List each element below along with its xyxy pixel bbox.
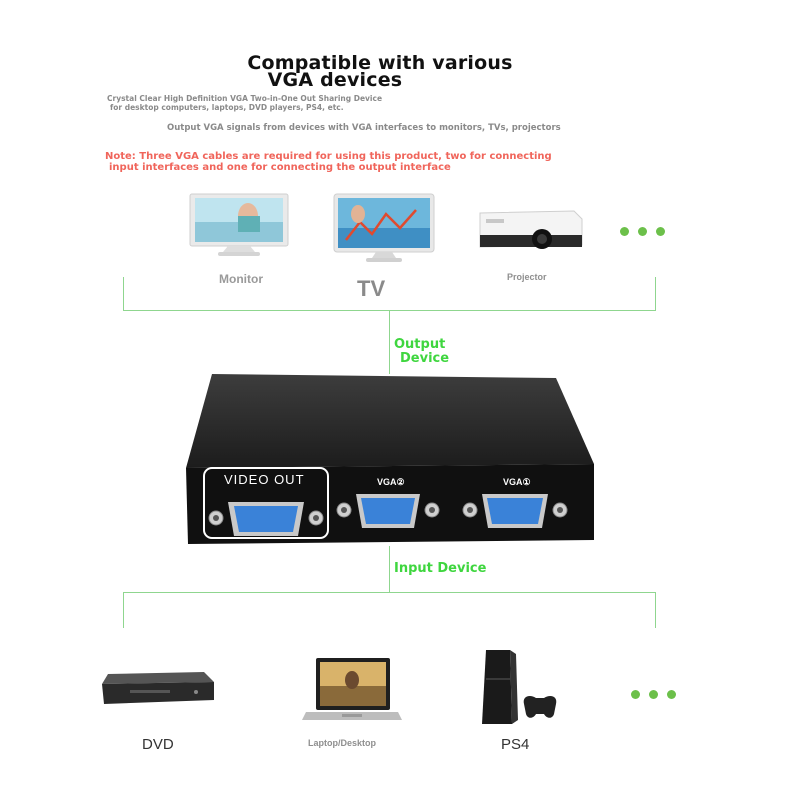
monitor-image xyxy=(188,192,290,262)
ps4-label: PS4 xyxy=(501,736,530,753)
video-out-label: VIDEO OUT xyxy=(224,472,305,487)
cable-note: Note: Three VGA cables are required for … xyxy=(105,151,552,173)
vga2-port-label: VGA② xyxy=(377,477,405,487)
dot-icon xyxy=(620,227,629,236)
page-title-line2: VGA devices xyxy=(267,69,403,91)
note-line1: Note: Three VGA cables are required for … xyxy=(105,151,552,162)
subtitle-line1: Crystal Clear High Definition VGA Two-in… xyxy=(107,94,383,103)
laptop-label: Laptop/Desktop xyxy=(308,738,377,748)
dot-icon xyxy=(649,690,658,699)
dot-icon xyxy=(638,227,647,236)
input-line-vertical xyxy=(389,546,390,593)
input-line-left xyxy=(123,592,124,628)
ps4-image xyxy=(478,648,558,728)
projector-image xyxy=(474,205,586,255)
dot-icon xyxy=(631,690,640,699)
output-label-line2: Device xyxy=(400,351,450,366)
input-device-label: Input Device xyxy=(394,561,487,576)
subtitle-line2: for desktop computers, laptops, DVD play… xyxy=(110,103,344,112)
vga-switch-image xyxy=(184,372,596,547)
output-device-label: Output Device xyxy=(394,338,449,366)
dot-icon xyxy=(656,227,665,236)
projector-label: Projector xyxy=(507,272,547,282)
vga1-port-label: VGA① xyxy=(503,477,531,487)
dvd-label: DVD xyxy=(142,736,174,753)
input-line-right xyxy=(655,592,656,628)
note-line2: input interfaces and one for connecting … xyxy=(109,162,451,173)
dot-icon xyxy=(667,690,676,699)
tv-image xyxy=(332,192,436,266)
laptop-image xyxy=(302,656,402,724)
input-line-horizontal xyxy=(123,592,656,593)
tv-label: TV xyxy=(357,276,386,301)
more-input-devices-dots xyxy=(631,686,685,704)
output-line-vertical xyxy=(389,310,390,374)
subtitle: Crystal Clear High Definition VGA Two-in… xyxy=(107,94,382,112)
dvd-player-image xyxy=(100,670,216,710)
output-line-left xyxy=(123,277,124,311)
monitor-label: Monitor xyxy=(219,272,263,286)
more-output-devices-dots xyxy=(620,223,674,241)
output-label-line1: Output xyxy=(394,337,446,352)
page-title-line1: Compatible with various xyxy=(247,52,513,74)
output-description: Output VGA signals from devices with VGA… xyxy=(167,123,561,133)
output-line-right xyxy=(655,277,656,311)
